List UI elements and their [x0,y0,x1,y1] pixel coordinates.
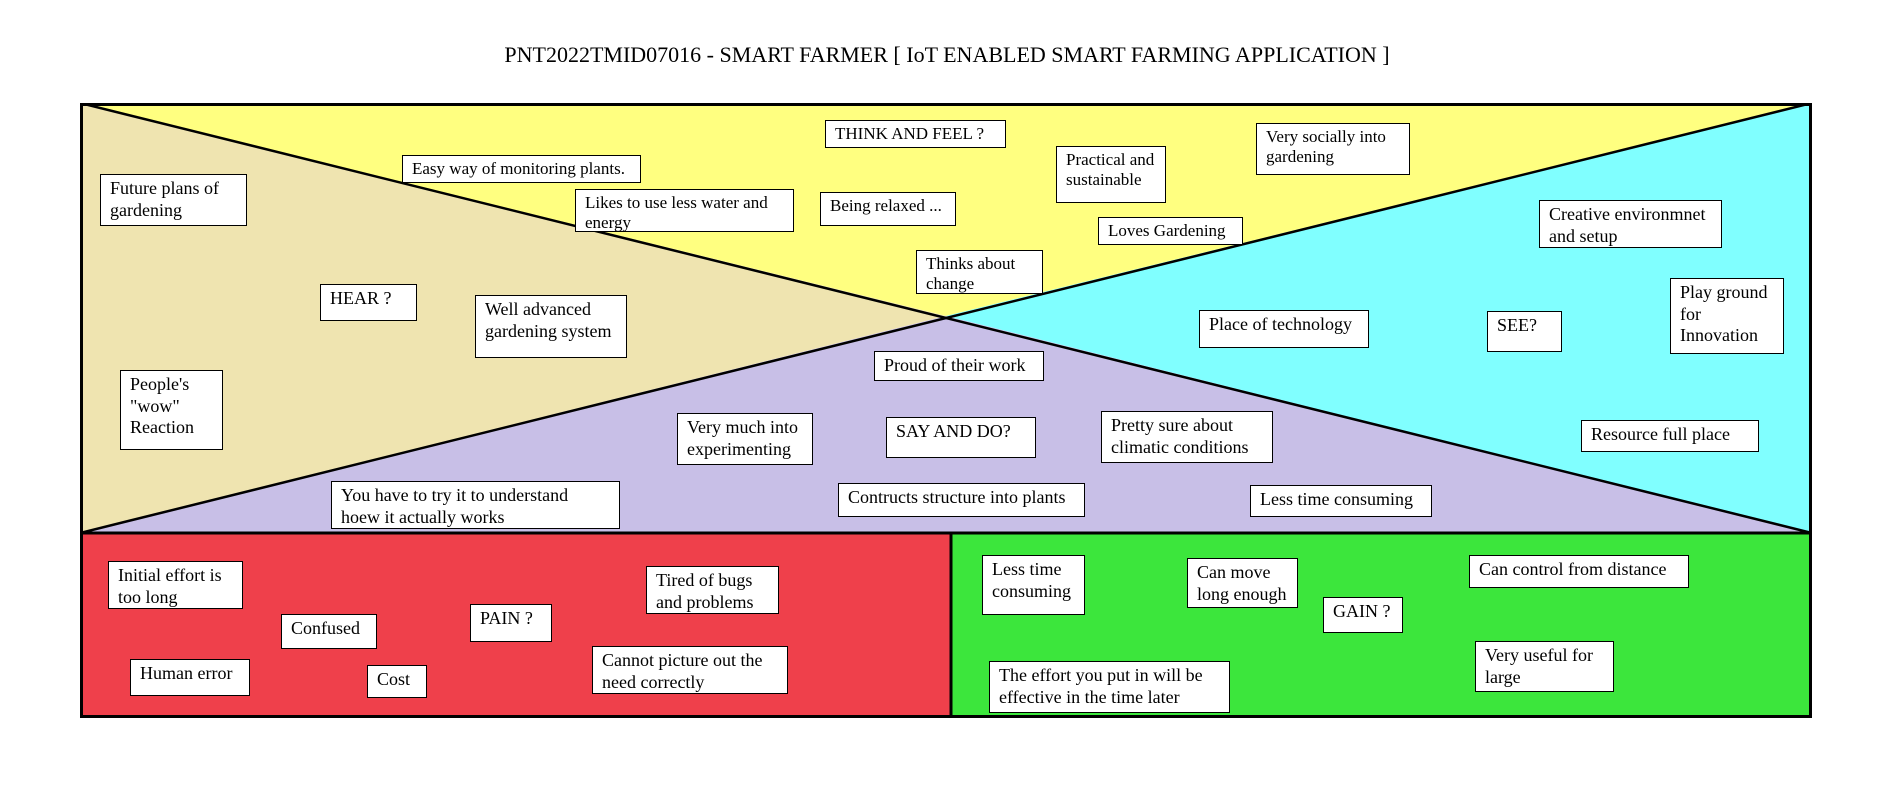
sticky-note: People's "wow" Reaction [120,370,223,450]
sticky-note: Less time consuming [982,555,1085,615]
sticky-note: Well advanced gardening system [475,295,627,358]
sticky-note: Very socially into gardening [1256,123,1410,175]
sticky-note: Can move long enough [1187,558,1298,608]
diagonal-line-2 [80,103,1812,535]
gain-label: GAIN ? [1323,597,1403,633]
sticky-note: Confused [281,614,377,649]
pain-label: PAIN ? [470,604,552,642]
sticky-note: Future plans of gardening [100,174,247,226]
sticky-note: Place of technology [1199,310,1369,348]
sticky-note: Practical and sustainable [1056,146,1166,203]
sticky-note: Play ground for Innovation [1670,278,1784,354]
sticky-note: Less time consuming [1250,485,1432,517]
sticky-note: Easy way of monitoring plants. [402,155,641,183]
hear-label: HEAR ? [320,284,417,321]
sticky-note: Likes to use less water and energy [575,189,794,232]
sticky-note: Contructs structure into plants [838,483,1085,517]
empathy-map: THINK AND FEEL ? Easy way of monitoring … [80,103,1812,718]
sticky-note: Tired of bugs and problems [646,566,779,614]
sticky-note: You have to try it to understand hoew it… [331,481,620,529]
say-do-label: SAY AND DO? [886,417,1036,458]
think-feel-label: THINK AND FEEL ? [825,120,1006,148]
sticky-note: Cost [367,665,427,698]
sticky-note: Very useful for large [1475,641,1614,692]
sticky-note: Resource full place [1581,420,1759,452]
sticky-note: Human error [130,659,250,696]
diagram-title: PNT2022TMID07016 - SMART FARMER [ IoT EN… [504,42,1390,67]
sticky-note: Being relaxed ... [820,192,956,226]
sticky-note: Loves Gardening [1098,217,1243,245]
sticky-note: Initial effort is too long [108,561,243,609]
outer-border [80,103,1812,718]
sticky-note: Proud of their work [874,351,1044,381]
sticky-note: Very much into experimenting [677,413,813,465]
sticky-note: Thinks about change [916,250,1043,294]
sticky-note: Creative environmnet and setup [1539,200,1722,248]
sticky-note: Can control from distance [1469,555,1689,588]
sticky-note: Pretty sure about climatic conditions [1101,411,1273,463]
sticky-note: The effort you put in will be effective … [989,661,1230,713]
see-label: SEE? [1487,311,1562,352]
sticky-note: Cannot picture out the need correctly [592,646,788,694]
